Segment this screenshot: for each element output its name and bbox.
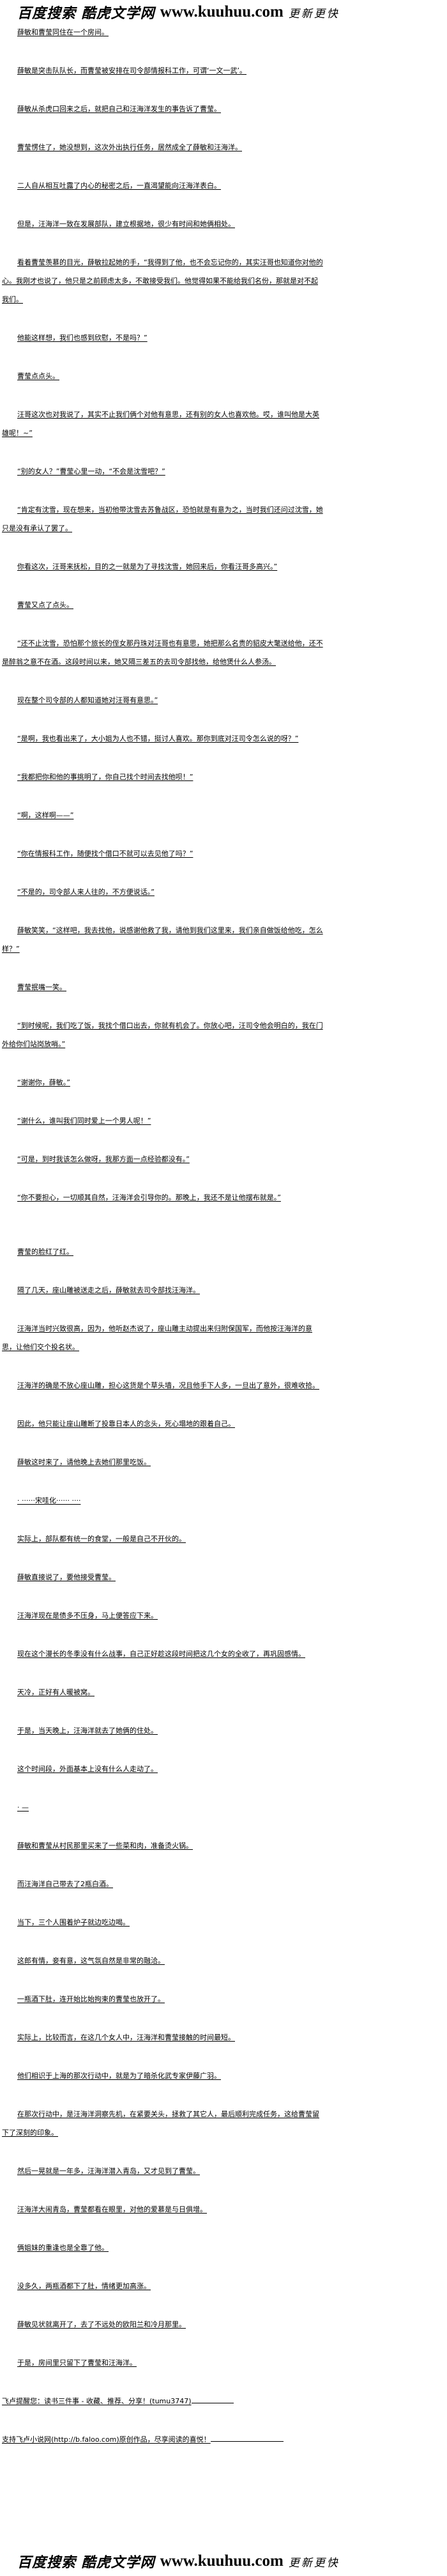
paragraph: 汪海洋现在是债多不压身，马上便答应下来。 bbox=[17, 1611, 158, 1620]
paragraph: 薛敏这时来了，请他晚上去她们那里吃饭。 bbox=[17, 1458, 151, 1466]
paragraph: 薛敏是突击队队长，而曹莹被安排在司令部情报科工作，可谓‘一文一武’。 bbox=[17, 66, 246, 75]
paragraph: “我都把你和他的事挑明了，你自己找个时间去找他呗！” bbox=[17, 773, 193, 781]
paragraph: 俩姐妹的重逢也是全靠了他。 bbox=[17, 2244, 109, 2252]
paragraph: 曹莹愣住了，她没想到，这次外出执行任务，居然成全了薛敏和汪海洋。 bbox=[17, 143, 242, 151]
paragraph-list: 薛敏和曹莹同住在一个房间。薛敏是突击队队长，而曹莹被安排在司令部情报科工作，可谓… bbox=[2, 23, 324, 2372]
paragraph: 于是，房间里只留下了曹莹和汪海洋。 bbox=[17, 2359, 137, 2367]
paragraph: 而汪海洋自己带去了2瓶白酒。 bbox=[17, 1880, 113, 1888]
paragraph: 汪海洋的确是不放心座山雕，担心这货是个草头墙，况且他手下人多，一旦出了意外，很难… bbox=[17, 1381, 319, 1390]
paragraph: 曹莹的脸红了红。 bbox=[17, 1248, 73, 1256]
paragraph: 二人自从相互吐露了内心的秘密之后，一直渴望能向汪海洋表白。 bbox=[17, 182, 221, 190]
paragraph: 一瓶酒下肚，连开始比始拘束的曹莹也放开了。 bbox=[17, 1995, 165, 2003]
paragraph: “还不止沈雪，恐怕那个旅长的侄女那丹珠对汪哥也有意思，她把那么名贵的貂皮大氅送给… bbox=[2, 639, 323, 666]
logo-url: www.kuuhuu.com bbox=[160, 2552, 284, 2570]
chapter-text: 薛敏和曹莹同住在一个房间。薛敏是突击队队长，而曹莹被安排在司令部情报科工作，可谓… bbox=[2, 23, 324, 2469]
paragraph: 薛敏和曹莹同住在一个房间。 bbox=[17, 28, 109, 36]
paragraph: “谢谢你，薛敏。” bbox=[17, 1078, 70, 1087]
footer-reminder: 飞卢提醒您：读书三件事 - 收藏、推荐、分享！(tumu3747) bbox=[2, 2392, 324, 2410]
site-logo-banner-bottom: 百度搜索 酷虎文学网 www.kuuhuu.com 更新更快 bbox=[17, 2552, 340, 2571]
paragraph: 曹莹点点头。 bbox=[17, 372, 59, 380]
paragraph: 现在这个漫长的冬季没有什么战事，自己正好趁这段时间把这几个女的全收了，再巩固感情… bbox=[17, 1650, 305, 1658]
paragraph: 在那次行动中，是汪海洋洞察先机，在紧要关头，拯救了其它人，最后顺利完成任务，这给… bbox=[2, 2110, 319, 2137]
footer-reminder-text: 飞卢提醒您：读书三件事 - 收藏、推荐、分享！(tumu3747) bbox=[2, 2397, 192, 2405]
paragraph: 但是，汪海洋一致在发展部队，建立根据地，很少有时间和她俩相处。 bbox=[17, 220, 235, 228]
paragraph: 曹莹又点了点头。 bbox=[17, 601, 73, 609]
underline-tail bbox=[191, 2396, 234, 2403]
paragraph: “肯定有沈雪，现在想来，当初他带沈雪去苏鲁战区，恐怕就是有意为之，当时我们还问过… bbox=[2, 506, 323, 532]
paragraph: 汪哥这次也对我说了，其实不止我们俩个对他有意思，还有别的女人也喜欢他。哎，谁叫他… bbox=[2, 410, 319, 437]
paragraph: 实际上，部队都有统一的食堂，一般是自己不开伙的。 bbox=[17, 1535, 186, 1543]
paragraph: “你在情报科工作，随便找个借口不就可以去见他了吗？” bbox=[17, 850, 193, 858]
paragraph: “别的女人？”曹莹心里一动，“不会是沈雪吧？” bbox=[17, 467, 165, 476]
logo-slogan: 更新更快 bbox=[288, 7, 340, 20]
paragraph: 没多久，两瓶酒都下了肚，情绪更加高涨。 bbox=[17, 2282, 151, 2290]
paragraph: 看着曹莹羡慕的目光，薛敏拉起她的手，“我得到了他，也不会忘记你的，其实汪哥也知道… bbox=[2, 258, 323, 304]
paragraph: 当下，三个人围着炉子就边吃边喝。 bbox=[17, 1918, 130, 1927]
paragraph: “可是，到时我该怎么做呀，我那方面一点经验都没有。” bbox=[17, 1155, 190, 1163]
footer-support-text: 支持飞卢小说网(http://b.faloo.com)原创作品，尽享阅读的喜悦！ bbox=[2, 2435, 211, 2444]
paragraph: 薛敏从杀虎口回来之后，就把自己和汪海洋发生的事告诉了曹莹。 bbox=[17, 105, 221, 113]
paragraph: 这郎有情，妾有意，这气氛自然是非常的融洽。 bbox=[17, 1957, 165, 1965]
paragraph: 实际上，比较而言，在这几个女人中，汪海洋和曹莹接触的时间最短。 bbox=[17, 2033, 235, 2042]
paragraph: 这个时间段，外面基本上没有什么人走动了。 bbox=[17, 1765, 158, 1773]
paragraph: 薛敏见状就离开了，去了不远处的欧阳兰和冷月那里。 bbox=[17, 2320, 186, 2329]
paragraph: 现在整个司令部的人都知道她对汪哥有意思。” bbox=[17, 696, 158, 704]
paragraph: “是啊，我也看出来了，大小姐为人也不错，挺讨人喜欢。那你到底对汪司令怎么说的呀？… bbox=[17, 734, 299, 743]
paragraph: 隔了几天，座山雕被送走之后，薛敏就去司令部找汪海洋。 bbox=[17, 1286, 200, 1294]
paragraph: “谢什么，谁叫我们同时爱上一个男人呢！” bbox=[17, 1117, 151, 1125]
paragraph: 汪海洋大闹青岛，曹莹都看在眼里，对他的爱慕是与日俱增。 bbox=[17, 2205, 207, 2214]
paragraph: “你不要担心，一切顺其自然，汪海洋会引导你的。那晚上，我还不是让他摆布就是。” bbox=[17, 1193, 281, 1202]
paragraph: 天冷，正好有人暖被窝。 bbox=[17, 1688, 95, 1696]
paragraph: “啊，这样啊——” bbox=[17, 811, 74, 819]
logo-site-name: 百度搜索 酷虎文学网 bbox=[17, 5, 155, 22]
paragraph: 他能这样想，我们也感到欣慰，不是吗？” bbox=[17, 334, 148, 342]
underline-tail bbox=[210, 2435, 284, 2442]
paragraph: 于是，当天晚上，汪海洋就去了她俩的住处。 bbox=[17, 1726, 158, 1735]
paragraph: 然后一晃就是一年多，汪海洋潜入青岛，又才见到了曹莹。 bbox=[17, 2167, 200, 2175]
paragraph: · — bbox=[17, 1803, 29, 1812]
site-logo-banner: 百度搜索 酷虎文学网 www.kuuhuu.com 更新更快 bbox=[17, 3, 340, 22]
paragraph: 曹莹抿嘴一笑。 bbox=[17, 983, 66, 991]
paragraph: 你看这次，汪哥来抚松，目的之一就是为了寻找沈雪，她回来后，你看汪哥多高兴。” bbox=[17, 563, 278, 571]
paragraph: 薛敏和曹莹从村民那里买来了一些菜和肉，准备烫火锅。 bbox=[17, 1842, 193, 1850]
paragraph: 他们相识于上海的那次行动中，就是为了暗杀化武专家伊藤广羽。 bbox=[17, 2072, 221, 2080]
logo-slogan: 更新更快 bbox=[288, 2556, 340, 2570]
logo-site-name: 百度搜索 酷虎文学网 bbox=[17, 2554, 155, 2571]
paragraph: · ······宋哇化······ ···· bbox=[17, 1496, 81, 1505]
paragraph: “到时候呢，我们吃了饭，我找个借口出去，你就有机会了。你放心吧，汪司令他会明白的… bbox=[2, 1021, 323, 1048]
paragraph: 薛敏直接说了，要他接受曹莹。 bbox=[17, 1573, 116, 1581]
paragraph: “不是的，司令部人来人往的，不方便说话。” bbox=[17, 888, 155, 896]
paragraph: 因此，他只能让座山雕断了投靠日本人的念头，死心塌地的跟着自己。 bbox=[17, 1420, 235, 1428]
footer-support: 支持飞卢小说网(http://b.faloo.com)原创作品，尽享阅读的喜悦！ bbox=[2, 2430, 324, 2449]
paragraph: 薛敏笑笑，“这样吧，我去找他，说感谢他救了我，请他到我们这里来，我们亲自做饭给他… bbox=[2, 926, 323, 953]
paragraph: 汪海洋当时兴致很高，因为，他听赵杰说了，座山雕主动提出来归附保国军，而他按汪海洋… bbox=[2, 1324, 312, 1351]
logo-url: www.kuuhuu.com bbox=[160, 3, 284, 20]
